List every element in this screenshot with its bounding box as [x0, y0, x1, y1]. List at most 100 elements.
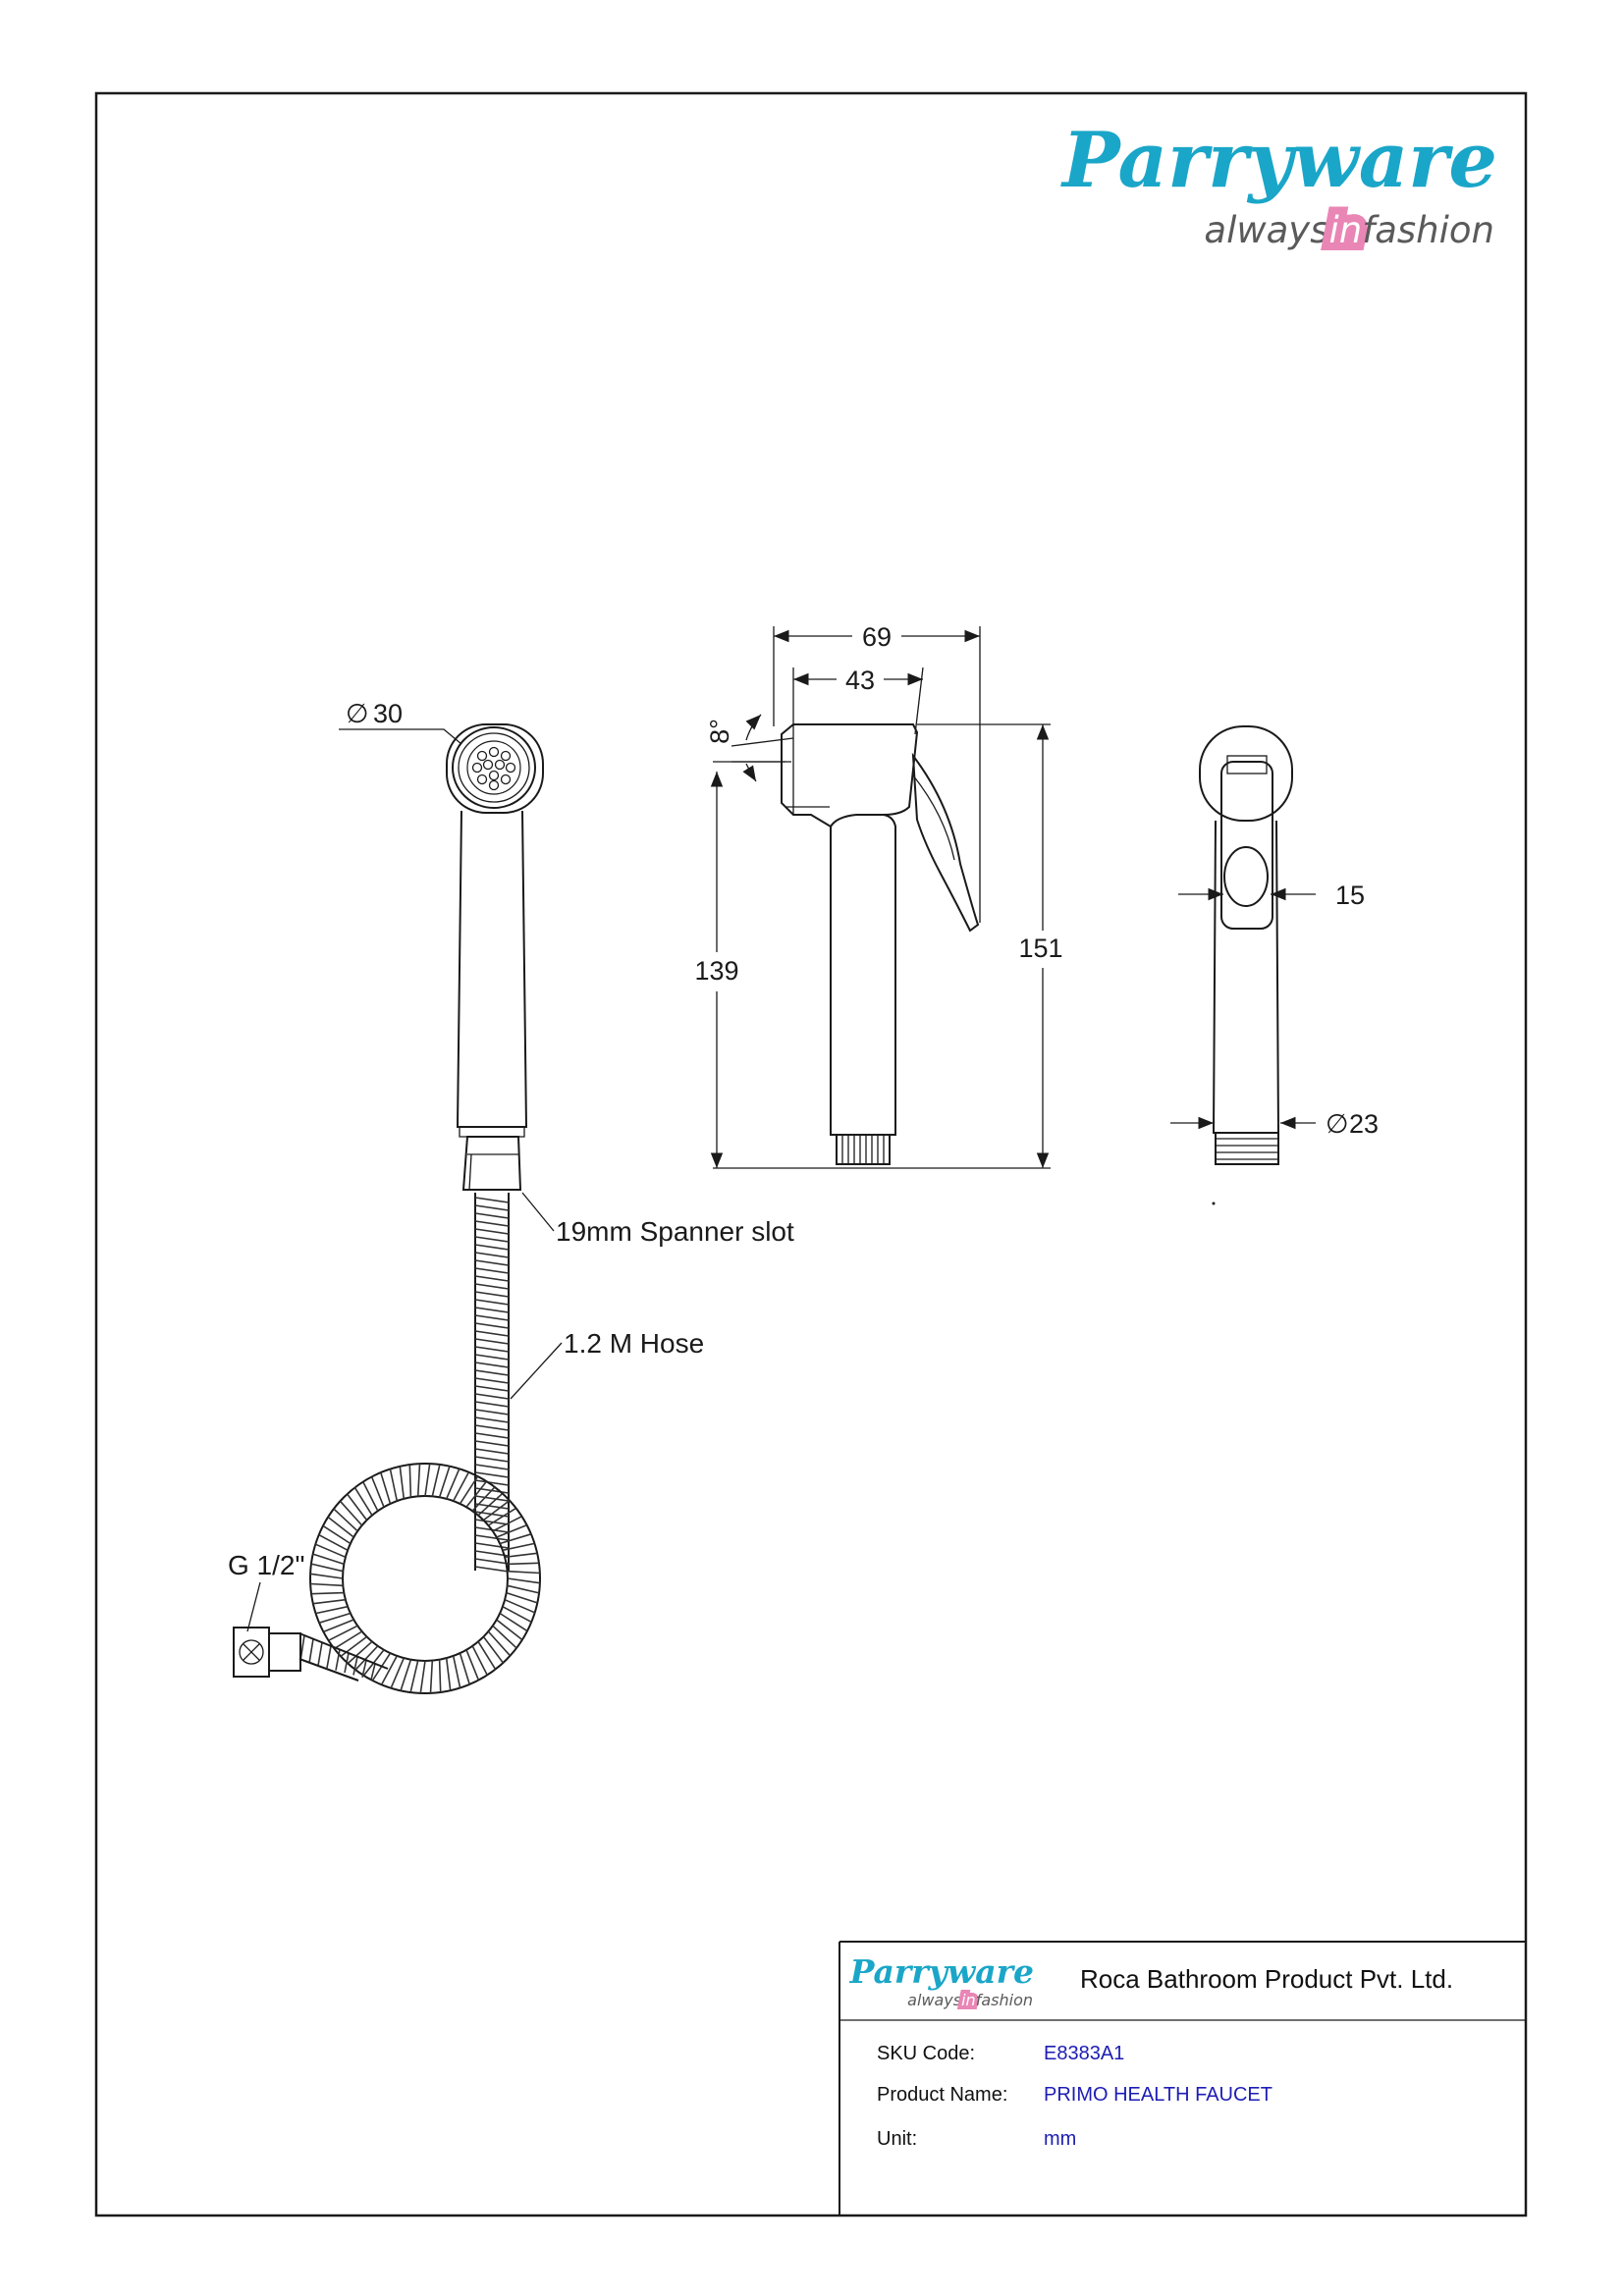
hose-loop-ring	[452, 1471, 470, 1502]
hose-ring	[474, 1393, 510, 1400]
head-diameter-label: 30	[373, 699, 403, 728]
spray-nozzles-icon	[466, 740, 521, 795]
brand-name: Parryware	[1060, 116, 1497, 205]
angle-label: 8°	[705, 719, 734, 744]
hose-loop-ring	[310, 1563, 344, 1573]
hose-loop-ring	[362, 1481, 379, 1512]
hose-loop-ring	[370, 1476, 385, 1508]
hose-end-ring	[344, 1652, 350, 1674]
hose-loop-ring	[487, 1507, 517, 1526]
hose-ring	[474, 1471, 510, 1478]
hose-loop-ring	[465, 1649, 480, 1681]
hose-loop-ring	[499, 1533, 532, 1545]
hose-ring	[474, 1534, 510, 1541]
hose-ring	[474, 1299, 510, 1306]
hose-loop-ring	[309, 1573, 344, 1579]
hose-loop-ring	[424, 1463, 431, 1497]
hose-ring	[474, 1479, 510, 1486]
hose-loop-ring	[506, 1562, 539, 1566]
hose-loop-ring	[477, 1640, 497, 1671]
hose-loop-ring	[496, 1619, 523, 1641]
hose-ring	[474, 1409, 510, 1415]
hose-ring	[474, 1424, 510, 1431]
hose-ring	[474, 1448, 510, 1455]
hose-ring	[474, 1283, 510, 1290]
hose-loop-ring	[502, 1605, 532, 1624]
unit-value: mm	[1044, 2128, 1076, 2150]
hose-loop-ring	[311, 1591, 345, 1595]
hose-ring	[474, 1377, 510, 1384]
hose-loop-ring	[314, 1543, 347, 1559]
hose-ring	[474, 1244, 510, 1251]
hose-label: 1.2 M Hose	[564, 1328, 704, 1359]
hose-ring	[474, 1267, 510, 1274]
hose-loop-ring	[347, 1640, 373, 1665]
brand-tagline: alwaysinfashion	[1204, 209, 1494, 251]
hose-ring	[474, 1330, 510, 1337]
hose-loop-ring	[400, 1659, 412, 1691]
hose-loop-ring	[482, 1635, 505, 1664]
hose-end-ring	[352, 1656, 358, 1676]
unit-label: Unit:	[877, 2128, 917, 2150]
hose-ring	[474, 1236, 510, 1243]
hose-loop-ring	[471, 1486, 496, 1512]
hose-loop-ring	[419, 1660, 426, 1694]
hose-ring	[474, 1220, 510, 1227]
hose-loop-ring	[459, 1652, 470, 1685]
hose-loop-ring	[328, 1625, 358, 1641]
hose-loop-ring	[506, 1591, 538, 1604]
hose-ring	[474, 1432, 510, 1439]
company-name: Roca Bathroom Product Pvt. Ltd.	[1080, 1964, 1453, 1994]
drawing-border	[94, 91, 1528, 2217]
hose-loop-ring	[445, 1468, 460, 1500]
hose-loop-ring	[408, 1465, 412, 1498]
hose-loop-ring	[492, 1625, 517, 1649]
hose-loop-ring	[471, 1645, 488, 1676]
hose-ring	[474, 1197, 510, 1203]
hose-ring	[474, 1401, 510, 1408]
back-view: 15 ∅ 23	[1170, 725, 1379, 1205]
lever-width-label: 15	[1335, 881, 1365, 910]
hose-loop-ring	[507, 1570, 540, 1575]
hose-loop-ring	[459, 1475, 479, 1505]
hose-ring	[474, 1503, 510, 1510]
sku-label: SKU Code:	[877, 2043, 975, 2064]
hose-loop-ring	[438, 1466, 451, 1498]
hose-ring	[474, 1456, 510, 1463]
hose-loop-ring	[502, 1542, 535, 1552]
hose-loop-ring	[505, 1552, 538, 1559]
hose-loop-ring	[399, 1466, 406, 1499]
product-name-value: PRIMO HEALTH FAUCET	[1044, 2084, 1272, 2106]
hose-ring	[474, 1558, 510, 1565]
front-view-with-hose: ∅ 30 19mm Spanner slot 1.2 M Hose G 1/2"	[228, 699, 794, 1694]
hose-loop-ring	[340, 1635, 368, 1658]
hose-loop-ring	[312, 1598, 346, 1605]
hose-ring	[474, 1519, 510, 1525]
brand-logo-top: Parryware alwaysinfashion	[1060, 116, 1497, 259]
hose-ring	[474, 1275, 510, 1282]
total-width-label: 69	[862, 622, 892, 652]
hose-loop-ring	[380, 1471, 392, 1505]
hose-ring	[474, 1385, 510, 1392]
title-block: Parryware alwaysinfashion Roca Bathroom …	[839, 1941, 1526, 2216]
hose-loop-ring	[429, 1660, 434, 1693]
hose-end-ring	[335, 1649, 341, 1671]
hose-ring	[474, 1362, 510, 1368]
hose-loop-ring	[507, 1577, 541, 1584]
hose-ring	[474, 1338, 510, 1345]
hose-loop-ring	[431, 1464, 441, 1497]
hose-loop-ring	[389, 1468, 399, 1502]
hose-loop-ring	[318, 1612, 352, 1624]
hose-ring	[474, 1291, 510, 1298]
hose-loop-ring	[310, 1582, 344, 1587]
hose-ring	[474, 1354, 510, 1361]
hose-end-ring	[370, 1663, 376, 1681]
hose-loop-ring	[333, 1630, 363, 1650]
hose-loop-ring	[315, 1605, 349, 1615]
hose-end-ring	[361, 1660, 367, 1678]
hose-loop-ring	[438, 1659, 442, 1692]
hose-end-ring	[308, 1638, 314, 1664]
hose-ring	[474, 1228, 510, 1235]
body-height-label: 139	[694, 956, 738, 986]
